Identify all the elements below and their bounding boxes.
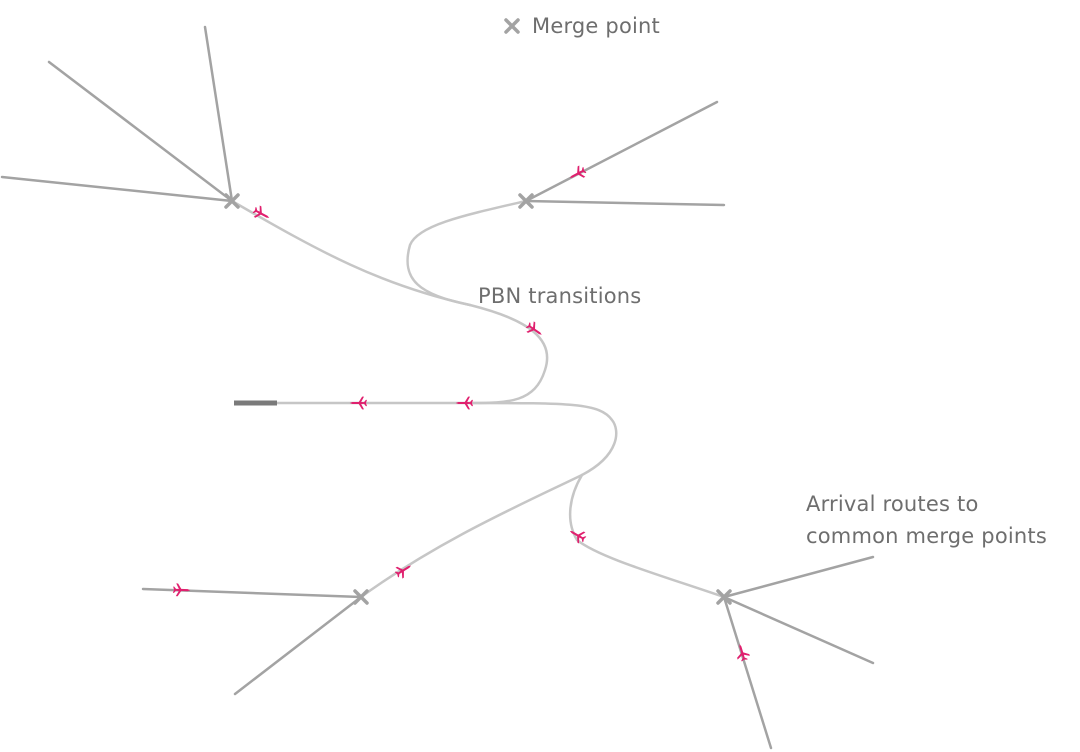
feeder-route-nw-1 <box>203 25 234 203</box>
feeder-route-se-1 <box>722 555 875 599</box>
airplane-icon <box>455 396 473 410</box>
feeder-route-nw-2 <box>47 60 234 203</box>
merge-point-ne <box>518 193 534 209</box>
transition-nw <box>230 199 549 405</box>
feeder-route-sw-2 <box>233 595 363 696</box>
feeder-route-ne-1 <box>524 100 719 203</box>
merge-point-nw <box>224 193 240 209</box>
merge-point-sw <box>353 589 369 605</box>
airplane-icon <box>349 396 367 410</box>
transition-se <box>568 473 726 599</box>
legend-label: Merge point <box>532 14 660 38</box>
feeder-route-ne-2 <box>524 199 726 207</box>
transition-ne <box>406 199 528 307</box>
airplane-icon <box>172 583 191 597</box>
airplane-icon <box>733 642 751 663</box>
cross-icon <box>504 18 520 34</box>
pbn-transitions-label: PBN transitions <box>478 284 642 308</box>
feeder-route-nw-3 <box>0 175 234 203</box>
airplane-icon <box>566 525 588 546</box>
airplane-icon <box>523 319 546 340</box>
feeder-route-se-3 <box>722 595 773 750</box>
arrival-routes-label: Arrival routes to common merge points <box>806 492 1048 548</box>
merge-point-se <box>716 589 732 605</box>
transition-sw <box>359 401 618 599</box>
feeder-route-se-2 <box>722 595 875 665</box>
airplane-icon <box>566 164 588 184</box>
legend: Merge point <box>503 10 660 42</box>
